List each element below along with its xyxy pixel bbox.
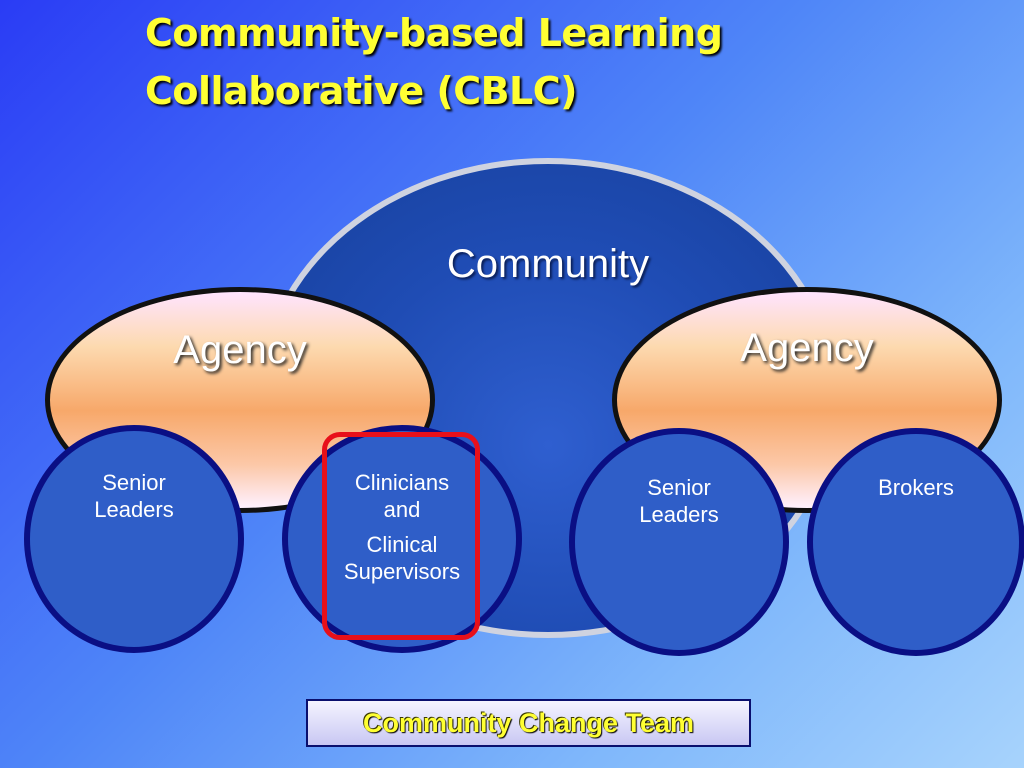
role-label-line: Senior [647, 475, 711, 500]
role-label-line: Leaders [94, 497, 174, 522]
role-label: Brokers [813, 474, 1019, 501]
role-label: Senior Leaders [30, 469, 238, 523]
community-change-team-label: Community Change Team [306, 699, 751, 747]
role-label-line: Leaders [639, 502, 719, 527]
agency-label-left: Agency [173, 328, 307, 372]
role-circle-senior-leaders-left: Senior Leaders [24, 425, 244, 653]
role-circle-senior-leaders-right: Senior Leaders [569, 428, 789, 656]
role-label: Clinicians and Clinical Supervisors [288, 469, 516, 585]
role-label-line: Brokers [878, 475, 954, 500]
highlight-box [322, 432, 480, 640]
community-label: Community [446, 242, 650, 286]
role-label-line: Supervisors [343, 559, 461, 584]
role-label-line: Clinical [366, 532, 438, 557]
slide-title: Community-based Learning Collaborative (… [145, 4, 723, 120]
role-label: Senior Leaders [575, 474, 783, 528]
title-line-1: Community-based Learning [145, 11, 723, 55]
role-circle-brokers: Brokers [807, 428, 1024, 656]
role-label-line: Clinicians [354, 470, 450, 495]
agency-label-right: Agency [740, 326, 874, 370]
role-label-line: Senior [102, 470, 166, 495]
role-label-line: and [383, 497, 421, 522]
title-line-2: Collaborative (CBLC) [145, 69, 578, 113]
